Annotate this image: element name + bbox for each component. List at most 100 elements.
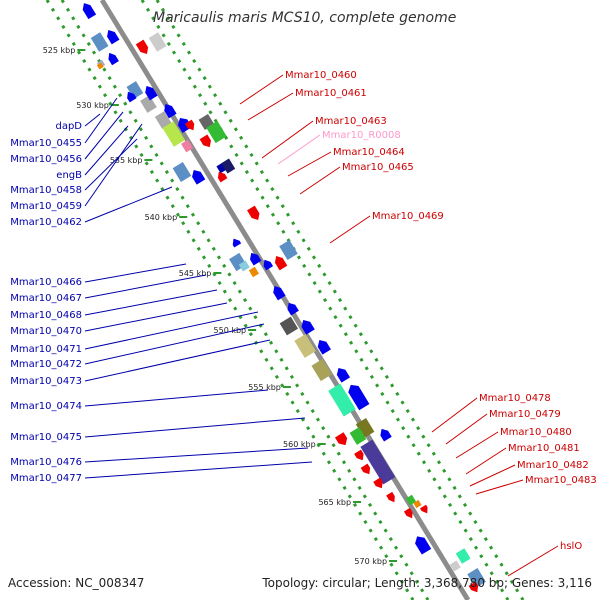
gene-label-right-1: Mmar10_0460 — [285, 70, 357, 81]
leader-right-3 — [261, 120, 314, 159]
leader-left-17 — [84, 447, 309, 463]
gene-label-left-9: Mmar10_0467 — [10, 293, 82, 304]
leader-right-13 — [475, 479, 524, 495]
leader-right-9 — [445, 413, 488, 445]
gene-feature-56 — [413, 499, 422, 509]
gene-label-left-15: Mmar10_0474 — [10, 401, 82, 412]
gene-label-left-13: Mmar10_0472 — [10, 359, 82, 370]
gene-feature-59 — [415, 536, 432, 555]
genome-stats-text: Topology: circular; Length: 3,368,780 bp… — [261, 576, 592, 590]
gene-feature-28 — [279, 240, 298, 260]
gene-feature-54 — [386, 491, 395, 503]
gene-label-right-13: Mmar10_0483 — [525, 475, 597, 486]
leader-left-5 — [84, 138, 138, 191]
gene-feature-44 — [328, 383, 356, 417]
gene-feature-23 — [221, 158, 236, 174]
gene-label-right-10: Mmar10_0480 — [500, 427, 572, 438]
gene-feature-63 — [468, 581, 479, 593]
gene-feature-4 — [135, 39, 149, 54]
gene-feature-26 — [192, 170, 206, 185]
gene-features — [82, 3, 486, 593]
leader-right-1 — [239, 74, 284, 105]
gene-label-right-9: Mmar10_0479 — [489, 409, 561, 420]
gene-label-right-6: Mmar10_0465 — [342, 162, 414, 173]
gene-feature-55 — [405, 494, 417, 506]
kbp-label-6: 550 kbp — [214, 326, 247, 335]
gene-label-right-2: Mmar10_0461 — [295, 88, 367, 99]
gene-labels: dapDMmar10_0455Mmar10_0456engBMmar10_045… — [10, 70, 597, 552]
gene-feature-10 — [140, 95, 157, 113]
leader-right-12 — [469, 464, 516, 487]
track-line-2 — [60, 0, 430, 600]
gene-feature-13 — [164, 104, 177, 119]
gene-label-right-7: Mmar10_0469 — [372, 211, 444, 222]
leader-left-14 — [84, 339, 271, 382]
gene-label-left-4: engB — [56, 170, 82, 181]
gene-feature-11 — [127, 91, 137, 103]
track-lines — [45, 0, 525, 600]
gene-label-left-16: Mmar10_0475 — [10, 432, 82, 443]
gene-feature-12 — [145, 86, 158, 101]
gene-label-left-17: Mmar10_0476 — [10, 457, 82, 468]
kbp-label-9: 565 kbp — [318, 498, 351, 507]
gene-label-left-6: Mmar10_0459 — [10, 201, 82, 212]
gene-label-right-14: hslO — [560, 541, 582, 552]
leader-right-10 — [455, 431, 499, 459]
gene-label-left-3: Mmar10_0456 — [10, 154, 82, 165]
gene-label-left-2: Mmar10_0455 — [10, 138, 82, 149]
leader-right-8 — [431, 397, 478, 433]
kbp-label-1: 525 kbp — [43, 46, 76, 55]
gene-feature-2 — [90, 32, 109, 52]
kbp-label-8: 560 kbp — [283, 440, 316, 449]
gene-label-left-7: Mmar10_0462 — [10, 217, 82, 228]
gene-feature-40 — [294, 334, 316, 358]
gene-label-left-5: Mmar10_0458 — [10, 185, 82, 196]
kbp-label-4: 540 kbp — [145, 213, 178, 222]
gene-label-right-4: Mmar10_R0008 — [322, 130, 401, 141]
gene-feature-35 — [263, 259, 274, 271]
gene-feature-32 — [238, 260, 250, 272]
gene-feature-46 — [355, 418, 375, 438]
gene-feature-30 — [232, 238, 242, 248]
leader-right-2 — [247, 92, 294, 121]
gene-feature-21 — [199, 134, 211, 148]
leader-left-16 — [84, 417, 306, 438]
leader-left-15 — [84, 389, 269, 407]
kbp-label-5: 545 kbp — [179, 269, 212, 278]
gene-feature-60 — [449, 560, 461, 572]
accession-text: Accession: NC_008347 — [8, 576, 144, 590]
track-line-4 — [155, 0, 525, 600]
gene-feature-9 — [126, 81, 144, 99]
gene-label-right-8: Mmar10_0478 — [479, 393, 551, 404]
leader-left-8 — [84, 263, 187, 283]
leader-left-13 — [84, 323, 265, 365]
gene-feature-5 — [148, 32, 167, 52]
leader-left-1 — [84, 113, 101, 127]
gene-feature-19 — [206, 120, 227, 144]
leader-left-10 — [84, 289, 218, 316]
track-line-3 — [140, 0, 510, 600]
gene-label-right-5: Mmar10_0464 — [333, 147, 405, 158]
gene-feature-43 — [336, 368, 351, 383]
gene-feature-52 — [360, 463, 371, 475]
gene-feature-53 — [373, 477, 383, 489]
leader-right-11 — [465, 447, 507, 475]
gene-feature-57 — [420, 504, 428, 514]
kbp-label-7: 555 kbp — [248, 383, 281, 392]
gene-feature-22 — [216, 162, 227, 174]
leader-left-12 — [84, 311, 259, 350]
gene-label-right-3: Mmar10_0463 — [315, 116, 387, 127]
leader-left-11 — [84, 302, 228, 332]
leader-right-6 — [299, 166, 341, 195]
gene-feature-58 — [403, 507, 413, 519]
gene-feature-1 — [82, 3, 97, 20]
gene-label-left-12: Mmar10_0471 — [10, 344, 82, 355]
gene-feature-62 — [467, 568, 486, 588]
gene-feature-36 — [273, 286, 286, 301]
leader-left-9 — [84, 274, 207, 299]
genome-backbone — [99, 0, 471, 600]
leader-left-7 — [84, 186, 173, 223]
gene-feature-24 — [217, 171, 228, 183]
